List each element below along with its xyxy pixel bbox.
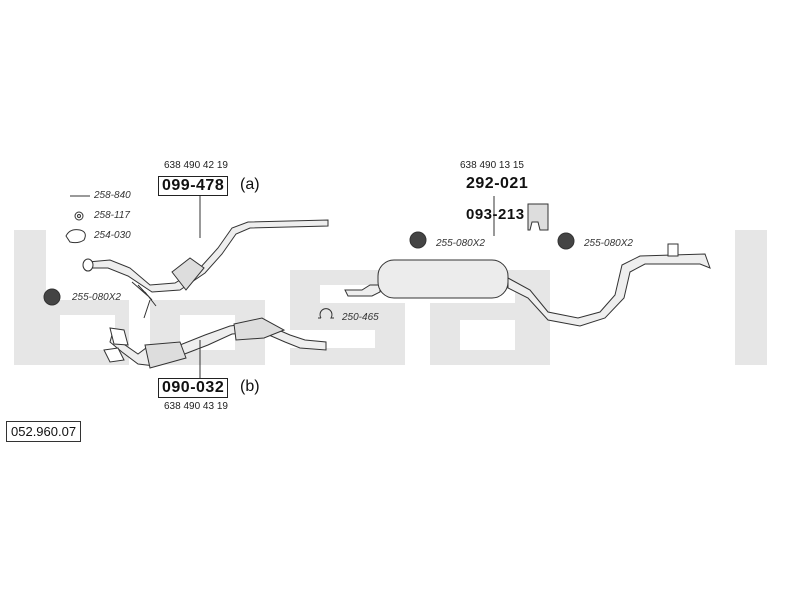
accessory-ring-code[interactable]: 258-117: [94, 210, 130, 221]
clamp-icon-left: [43, 288, 61, 306]
part-mount[interactable]: 093-213: [466, 206, 525, 223]
ring-gasket-icon: [74, 211, 84, 221]
rubber-mount-code[interactable]: 250-465: [342, 312, 379, 323]
flange-gasket-icon: [65, 229, 86, 244]
rubber-mount-icon: [318, 308, 334, 319]
clamp-right-code[interactable]: 255-080X2: [584, 238, 633, 249]
front-pipe-b[interactable]: [103, 317, 327, 369]
ref-front-a: 638 490 42 19: [164, 160, 228, 171]
clamp-icon-middle: [409, 231, 427, 249]
catalog-number: 052.960.07: [6, 421, 82, 442]
clamp-icon-right: [557, 232, 575, 250]
ref-front-b: 638 490 43 19: [164, 401, 228, 412]
suffix-front-a: (a): [240, 176, 260, 193]
accessory-bolt-code[interactable]: 258-840: [94, 190, 131, 201]
part-rear[interactable]: 292-021: [466, 175, 529, 192]
leader-lines: [199, 196, 495, 378]
rear-section[interactable]: [344, 243, 711, 327]
part-front-b[interactable]: 090-032: [158, 378, 229, 398]
suffix-front-b: (b): [240, 378, 260, 395]
mount-bracket[interactable]: [527, 203, 549, 231]
accessory-icons: [43, 195, 575, 319]
ref-rear: 638 490 13 15: [460, 160, 524, 171]
part-front-a[interactable]: 099-478: [158, 176, 229, 196]
clamp-middle-code[interactable]: 255-080X2: [436, 238, 485, 249]
front-pipe-a[interactable]: [82, 219, 329, 319]
accessory-flange-code[interactable]: 254-030: [94, 230, 131, 241]
clamp-left-code[interactable]: 255-080X2: [72, 292, 121, 303]
